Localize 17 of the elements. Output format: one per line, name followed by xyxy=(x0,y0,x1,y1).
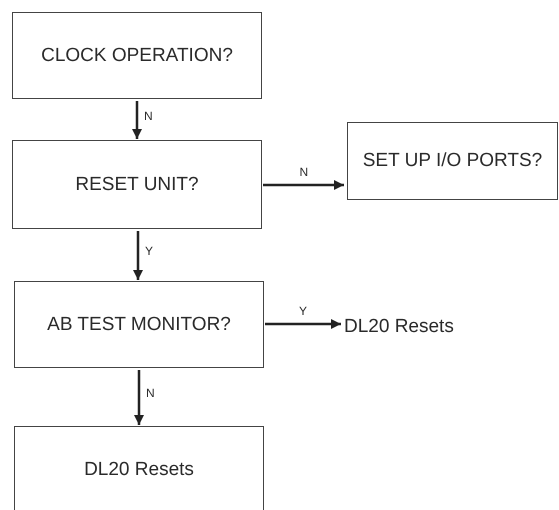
outcome-text: DL20 Resets xyxy=(344,316,454,338)
process-box xyxy=(14,426,264,510)
box-label: DL20 Resets xyxy=(84,459,194,481)
box-label: RESET UNIT? xyxy=(75,174,199,196)
edge-label: N xyxy=(143,110,154,123)
arrow xyxy=(134,370,144,425)
arrow xyxy=(263,180,344,190)
arrow xyxy=(132,101,142,139)
box-label: CLOCK OPERATION? xyxy=(41,44,233,66)
decision-box xyxy=(12,140,262,229)
box-label: SET UP I/O PORTS? xyxy=(362,150,542,172)
process-box xyxy=(347,122,558,200)
process-box xyxy=(12,12,262,99)
decision-box xyxy=(14,281,264,368)
box-label: AB TEST MONITOR? xyxy=(47,314,231,336)
arrow xyxy=(133,231,143,280)
arrow xyxy=(265,319,341,329)
